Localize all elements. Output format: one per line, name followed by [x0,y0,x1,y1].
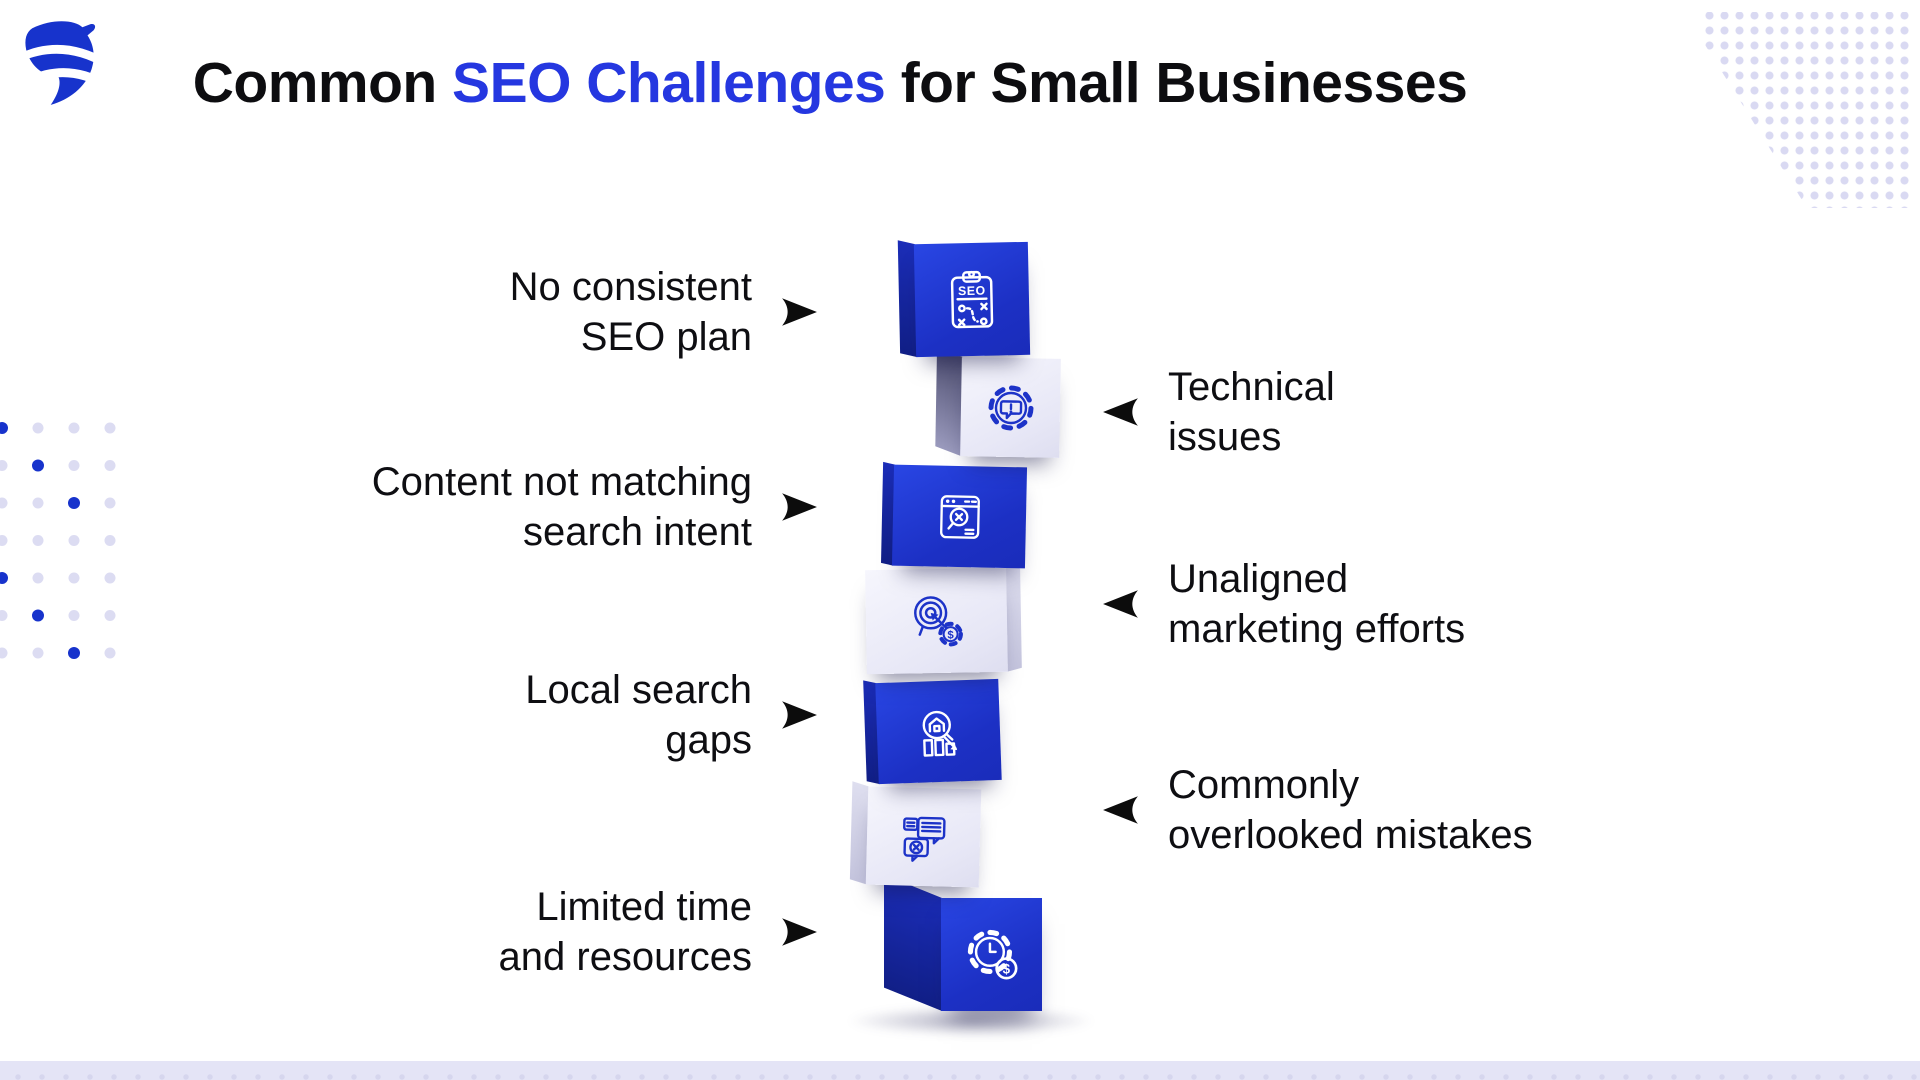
svg-text:$: $ [1002,961,1010,976]
cube-front-face: SEO [913,241,1031,358]
label-commonly-overlooked: Commonly overlooked mistakes [1102,760,1533,860]
dot-pattern-top-right [1702,12,1912,208]
cube-technical-issues [935,347,1061,458]
phoenix-logo-icon [19,21,108,105]
cube-front-face: $ [865,567,1008,675]
stack-ground-shadow [846,1006,1096,1036]
label-unaligned-marketing: Unaligned marketing efforts [1102,554,1465,654]
cube-front-face [960,357,1061,458]
local-search-magnifier-icon [922,710,957,757]
bottom-accent-bar [0,1061,1920,1080]
page-title: Common SEO Challenges for Small Business… [100,50,1560,116]
arrowhead-right-icon [780,297,818,327]
cube-limited-time: $ [884,874,1042,1011]
cube-side-face [884,874,942,1011]
cube-overlooked-mistakes [849,781,982,888]
cube-front-face [891,464,1028,569]
cube-unaligned-marketing: $ [865,563,1022,675]
label-content-not-matching: Content not matching search intent [372,457,818,557]
label-text: Unaligned marketing efforts [1168,557,1466,651]
cube-front-face [875,678,1002,785]
label-limited-time-resources: Limited time and resources [499,882,818,982]
browser-search-mismatch-icon [939,494,980,539]
cube-content-mismatch [881,461,1028,569]
label-text: Local search gaps [525,668,752,762]
label-text: Technical issues [1168,365,1335,459]
label-text: No consistent SEO plan [509,265,752,359]
svg-text:SEO: SEO [958,283,986,298]
gear-alert-message-icon [988,385,1033,430]
title-part1: Common [192,51,453,115]
label-no-consistent-seo-plan: No consistent SEO plan [510,262,818,362]
target-arrow-money-gear-icon: $ [913,596,963,647]
time-money-gear-icon: $ [967,929,1017,979]
chat-error-bubbles-icon [902,816,946,862]
arrowhead-left-icon [1102,795,1140,825]
label-technical-issues: Technical issues [1102,362,1335,462]
svg-text:$: $ [947,630,954,642]
arrowhead-right-icon [780,700,818,730]
cube-front-face [865,786,982,888]
cube-seo-plan: SEO [897,240,1031,358]
arrowhead-left-icon [1102,589,1140,619]
cube-front-face: $ [941,898,1042,1011]
arrowhead-right-icon [780,917,818,947]
arrowhead-left-icon [1102,397,1140,427]
title-part2: for Small Businesses [885,51,1468,115]
label-text: Content not matching search intent [371,460,752,554]
cube-local-search-gaps [863,678,1002,785]
dot-pattern-left [0,422,116,659]
label-text: Commonly overlooked mistakes [1168,763,1533,857]
seo-plan-clipboard-icon: SEO [950,270,994,328]
arrowhead-right-icon [780,492,818,522]
label-local-search-gaps: Local search gaps [525,665,818,765]
label-text: Limited time and resources [498,885,752,979]
cube-side-face [935,347,963,457]
cube-stack: SEO [846,240,1096,1040]
title-highlight: SEO Challenges [452,51,886,115]
